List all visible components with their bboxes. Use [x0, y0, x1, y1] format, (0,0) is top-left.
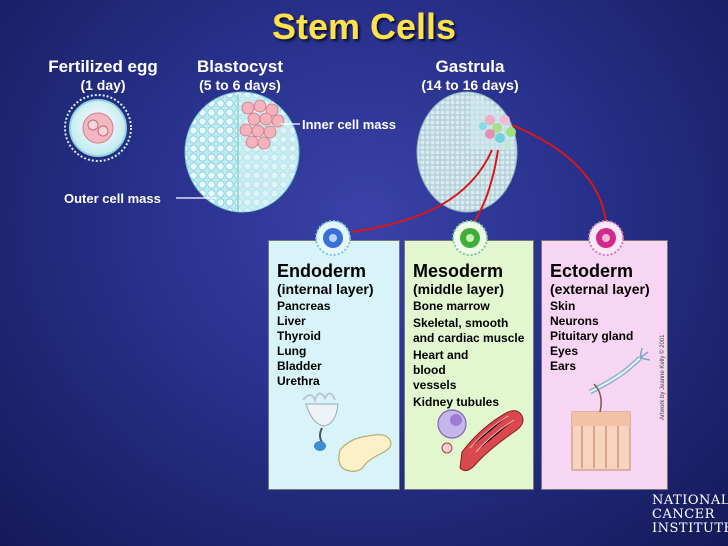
artwork-credit: Artwork by Jeanne Kelly © 2001 [660, 335, 666, 420]
mesoderm-cell-icon [453, 221, 487, 255]
endoderm-tissue-icon [303, 393, 391, 471]
fertilized-egg-icon [65, 95, 131, 161]
gastrula-icon [417, 92, 517, 212]
ectoderm-cell-icon [589, 221, 623, 255]
nci-logo: NATIONAL CANCER INSTITUTE [652, 494, 726, 536]
mesoderm-tissue-icon [438, 410, 523, 471]
ectoderm-tissue-icon [572, 348, 650, 470]
logo-line: INSTITUTE [652, 522, 726, 536]
endoderm-cell-icon [316, 221, 350, 255]
logo-line: NATIONAL [652, 494, 726, 508]
logo-line: CANCER [652, 508, 726, 522]
blastocyst-icon [176, 92, 300, 212]
